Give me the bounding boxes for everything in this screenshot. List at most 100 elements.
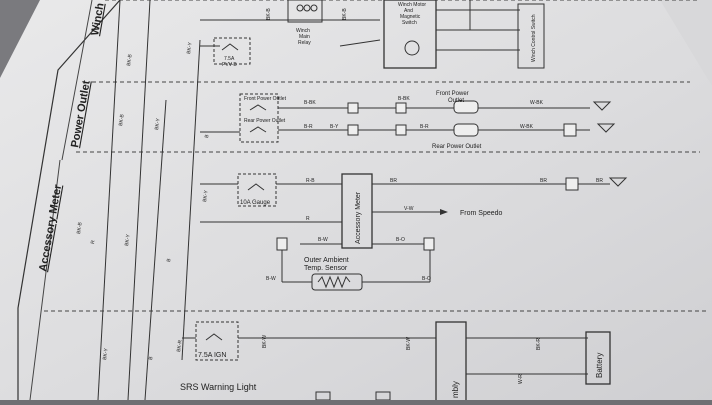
wire-b-w: B-W [318, 237, 328, 243]
wire-br-1: BR [390, 178, 397, 184]
assembly-label: mbly [451, 381, 460, 398]
rear-power-relay-label: Rear Power Outlet [244, 118, 286, 124]
from-speedo-label: From Speedo [460, 210, 503, 217]
accessory-meter-label: Accessory Meter [355, 191, 362, 244]
winch-motor-symbol [404, 40, 420, 56]
wire-r-left: R [90, 239, 96, 244]
winch-motor-label-3: Magnetic [400, 14, 421, 20]
ign-fuse-label: 7.5A IGN [198, 352, 226, 359]
section-title-winch: Winch [89, 2, 107, 37]
wire-bk-w-bot: BK-W [262, 335, 268, 348]
wire-b-bk2: B-BK [398, 96, 410, 102]
connector-7 [276, 237, 288, 251]
winch-motor-label-2: And [404, 8, 413, 14]
wire-bk-b-w2: BK-B [342, 8, 348, 20]
front-outlet-label-2: Outlet [448, 98, 464, 104]
accessory-meter-box [341, 173, 373, 249]
wire-bk-r-bot: BK-R [176, 339, 184, 352]
ground-symbol-1 [592, 101, 612, 111]
wire-br-3: BR [596, 178, 603, 184]
rear-outlet-label: Rear Power Outlet [432, 144, 482, 150]
bus-wire-1 [97, 0, 121, 401]
power-outlet-relay-box [239, 93, 279, 143]
speedo-arrow [440, 209, 448, 215]
wire-r-b: R-B [306, 178, 315, 184]
winch-motor-box [383, 0, 437, 69]
wire-bk-b-left: BK-B [76, 221, 84, 234]
wire-bk-y-1: BK-Y [186, 41, 194, 54]
rear-fuse-symbol [249, 126, 267, 133]
diagram-left-border [17, 0, 121, 400]
connector-6 [565, 177, 579, 191]
winch-control-switch-box [517, 3, 545, 69]
ambient-sensor-resistor [317, 275, 351, 289]
wire-bk-y-3: BK-Y [202, 189, 210, 202]
wire-w-bk: W-BK [530, 100, 544, 106]
wire-bk-b-2: BK-B [126, 53, 134, 66]
battery-label: Battery [595, 353, 604, 378]
bus-wire-4 [181, 39, 201, 361]
wire-w-bk2: W-BK [520, 124, 534, 130]
connector-3 [395, 102, 407, 114]
wire-r: R [306, 216, 310, 222]
winch-main-relay-label-1: Winch [296, 28, 310, 34]
winch-fuse-label-1: 7.5A [224, 56, 235, 62]
winch-switch-wire [339, 39, 381, 47]
wire-b-r: B-R [304, 124, 313, 130]
srs-warning-light-label: SRS Warning Light [180, 382, 257, 392]
gauge-fuse-label: 10A Gauge [240, 200, 271, 206]
wire-v-w: V-W [404, 206, 414, 212]
front-outlet-label-1: Front Power [436, 91, 469, 97]
wire-b-bot: B [148, 355, 154, 360]
section-divider-left [61, 0, 93, 161]
relay-coil-1 [296, 4, 304, 12]
gauge-fuse-symbol [247, 183, 265, 191]
winch-fuse-box [213, 37, 251, 65]
relay-coil-2 [303, 4, 311, 12]
winch-motor-label-4: Switch [402, 20, 417, 26]
winch-fuse-symbol [221, 43, 239, 51]
wire-bk-y-left: BK-Y [124, 233, 132, 246]
connector-1 [347, 102, 359, 114]
battery-box [585, 331, 611, 385]
ambient-sensor-label-1: Outer Ambient [304, 257, 349, 264]
wire-br-2: BR [540, 178, 547, 184]
wire-w-r: W-R [518, 374, 524, 384]
connector-5 [563, 123, 577, 137]
winch-main-relay-label-3: Relay [298, 40, 311, 46]
bus-wire-2 [127, 0, 151, 401]
ambient-sensor-label-2: Temp. Sensor [304, 265, 348, 272]
ign-fuse-box [195, 321, 239, 361]
ground-symbol-3 [608, 177, 628, 187]
section-divider-left-2 [29, 159, 61, 401]
wire-b-y: B-Y [330, 124, 339, 130]
bus-wire-3 [144, 99, 167, 401]
wire-b-bk: B-BK [304, 100, 316, 106]
wire-b-w2: B-W [266, 276, 276, 282]
wire-b-r2: B-R [420, 124, 429, 130]
winch-main-relay-label-2: Main [299, 34, 310, 40]
wire-b-1: B [204, 133, 210, 138]
winch-control-switch-label: Winch Control Switch [531, 14, 537, 62]
wire-bk-y-2: BK-Y [154, 117, 162, 130]
wire-b-left: B [166, 257, 172, 262]
wire-bk-y-bot: BK-Y [102, 347, 110, 360]
winch-fuse-label-2: PVV-B [222, 62, 237, 68]
wire-b-o2: B-O [422, 276, 431, 282]
rear-outlet-symbol [453, 123, 479, 137]
ambient-sensor-symbol [311, 273, 363, 291]
wire-b-o: B-O [396, 237, 405, 243]
connector-8 [423, 237, 435, 251]
ground-symbol-2 [596, 123, 616, 133]
wire-bk-b-w: BK-B [118, 113, 126, 126]
ign-fuse-symbol [205, 333, 223, 341]
front-power-relay-label: Front Power Outlet [244, 96, 287, 102]
connector-2 [347, 124, 359, 136]
front-fuse-symbol [249, 104, 267, 111]
connector-4 [395, 124, 407, 136]
relay-coil-3 [310, 4, 318, 12]
wire-bk-b-top: BK-B [266, 8, 272, 20]
